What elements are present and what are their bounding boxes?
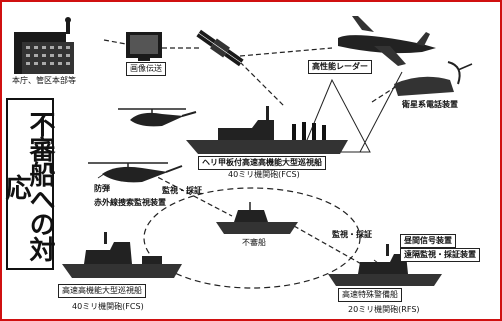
monitor-icon [126, 32, 162, 61]
surveillance-label-2: 監視・採証 [332, 230, 372, 239]
link-suspect-to-rfs [293, 225, 373, 271]
link-satellite-to-aircraft [239, 47, 333, 57]
bulletproof-label: 防弾 [94, 184, 110, 193]
helicopter-ship-label: ヘリ甲板付高速高機能大型巡視船 [198, 156, 326, 170]
remote-surveillance-label: 遠隔監視・採証装置 [400, 248, 480, 262]
special-patrol-label: 高速特殊警備船 [338, 288, 402, 302]
gun-40mm-bottom-label: 40ミリ機関砲(FCS) [72, 302, 144, 311]
surveillance-zone [143, 187, 361, 289]
diagram-drawing [14, 16, 473, 289]
radar-label: 高性能レーダー [308, 60, 372, 74]
link-heli-to-suspect [143, 169, 233, 217]
suspicious-ship-icon [216, 202, 298, 234]
link-satellite-to-ship [239, 61, 285, 107]
helicopter-deck-ship-icon [186, 106, 348, 154]
satellite-icon [196, 29, 244, 67]
helicopter-infrared-icon [88, 162, 183, 183]
special-patrol-ship-icon [328, 244, 442, 286]
hq-building-icon [14, 17, 74, 74]
infrared-label: 赤外線捜索監視装置 [94, 198, 166, 207]
hq-label: 本庁、管区本部等 [12, 76, 76, 85]
large-patrol-ship-icon [62, 232, 182, 278]
daylight-signal-label: 昼間信号装置 [400, 234, 456, 248]
title-panel: 不審船への対応 [1, 98, 55, 270]
image-transfer-label: 画像伝送 [126, 62, 166, 76]
page-title: 不審船への対応 [1, 111, 55, 261]
gun-40mm-top-label: 40ミリ機関砲(FCS) [228, 170, 300, 179]
surveillance-label-1: 監視・採証 [162, 186, 202, 195]
link-hq-to-image [103, 39, 127, 45]
helicopter-top-icon [118, 108, 197, 127]
gun-20mm-label: 20ミリ機関砲(RFS) [348, 305, 420, 314]
satellite-phone-label: 衛星系電話装置 [402, 100, 458, 109]
aircraft-icon [338, 16, 436, 66]
large-patrol-label: 高速高機能大型巡視船 [58, 284, 146, 298]
suspicious-ship-label: 不審船 [242, 238, 266, 247]
satellite-phone-icon [394, 61, 473, 96]
